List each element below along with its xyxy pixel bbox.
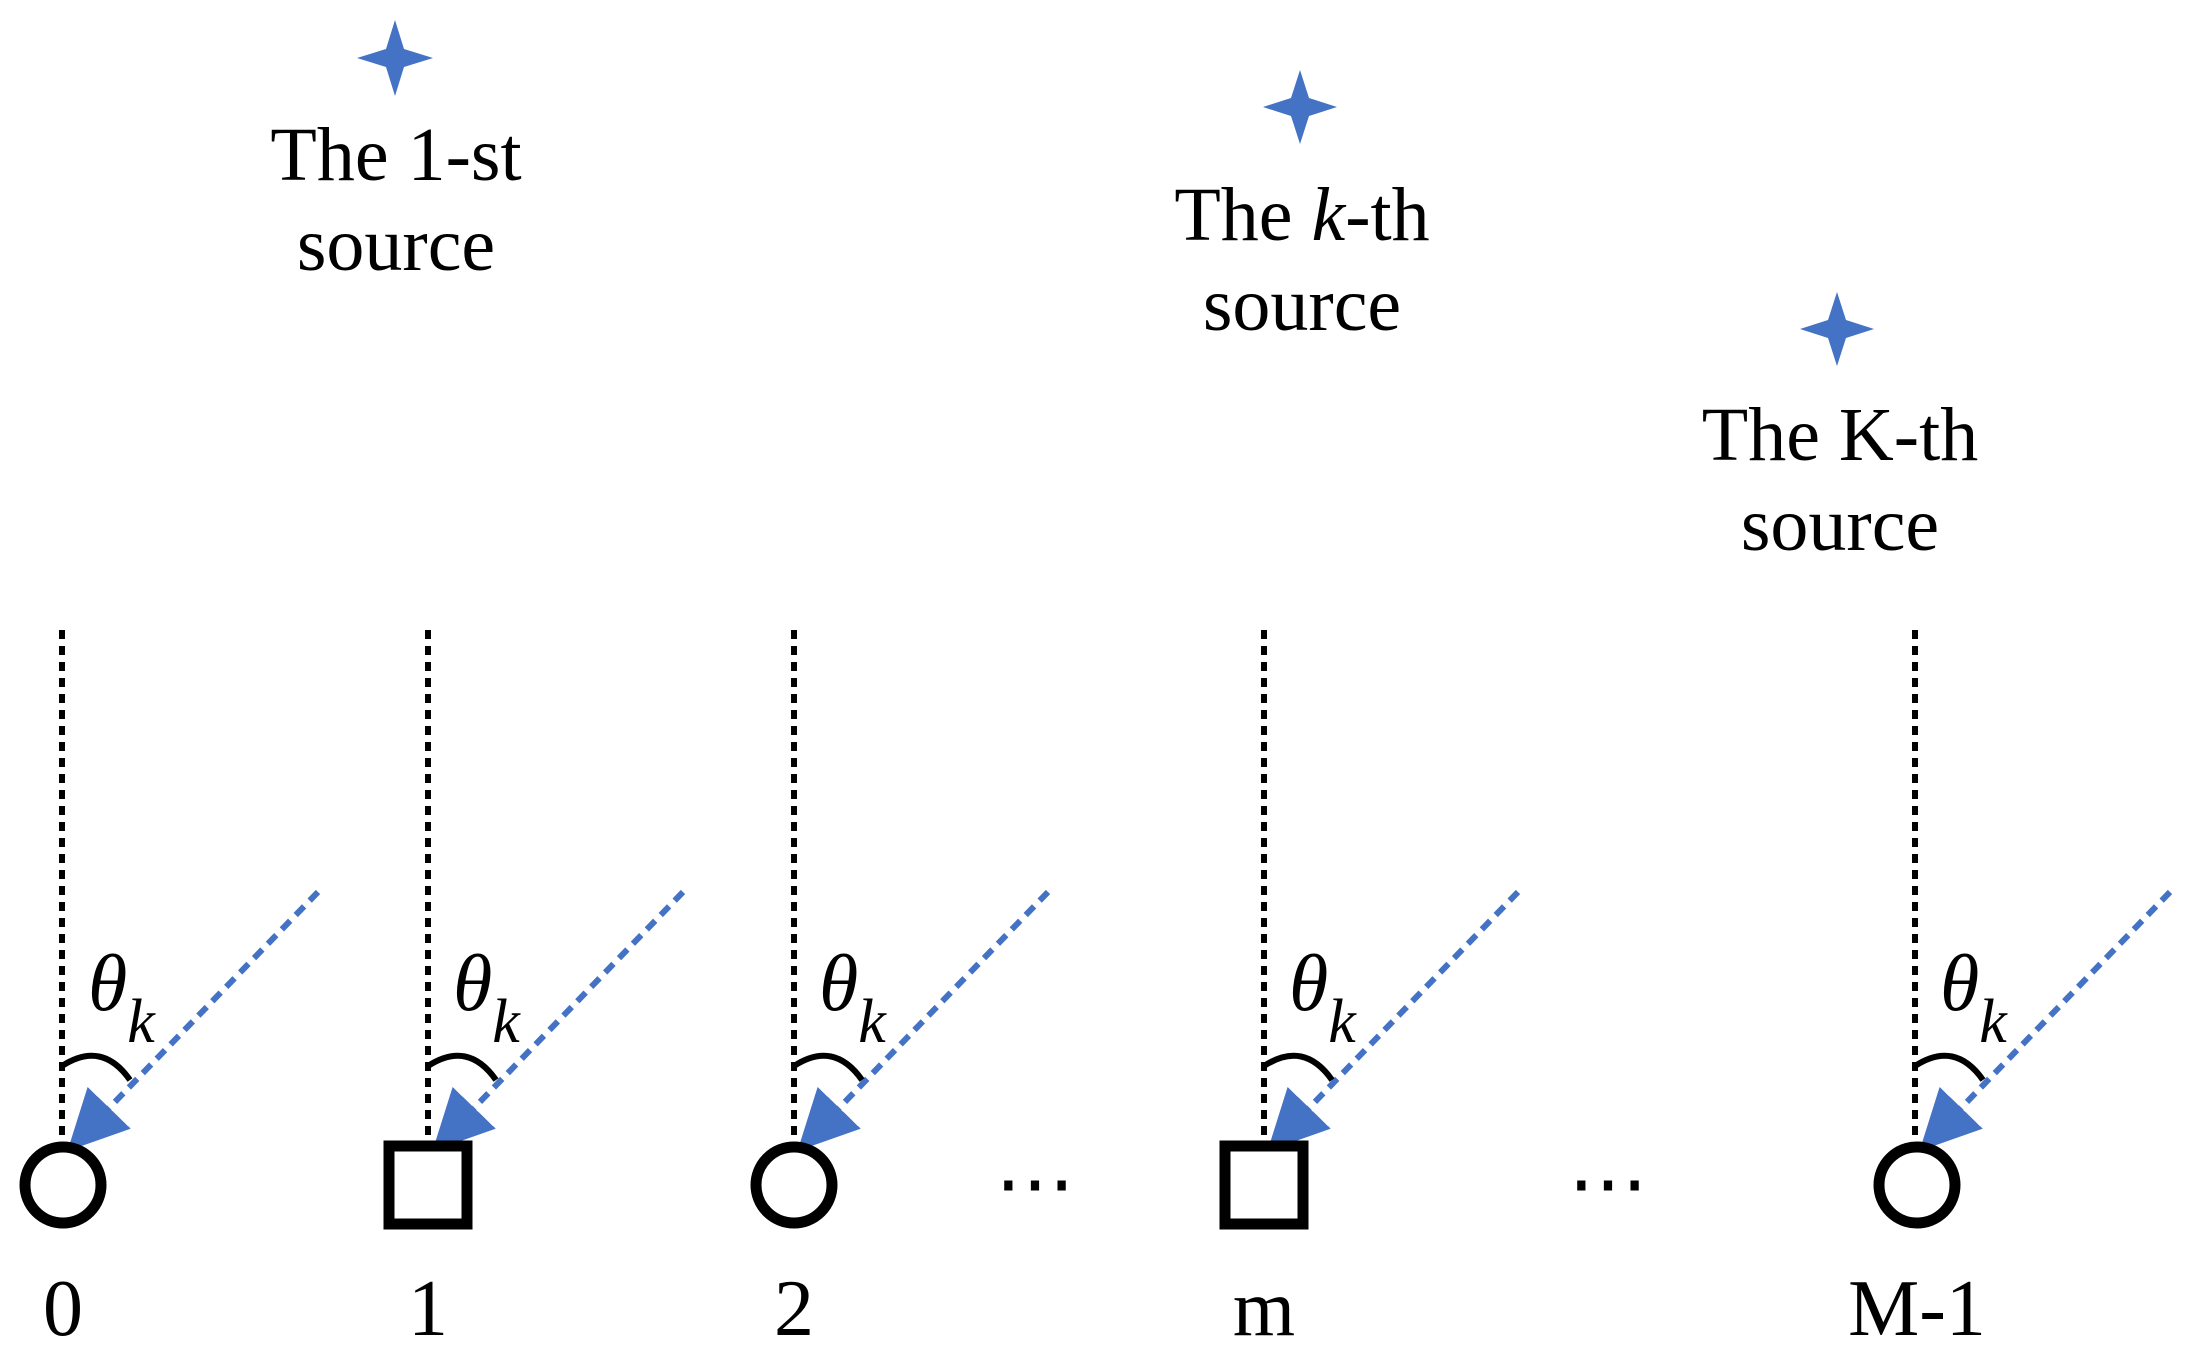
theta-label: θk (1940, 940, 2008, 1056)
sensor-1-label: 1 (408, 1265, 448, 1353)
angle-arc (1262, 1052, 1335, 1082)
incident-arrow (67, 889, 321, 1151)
source-1-label-line2: source (297, 203, 495, 287)
sensor-m-label: m (1233, 1265, 1295, 1353)
angle-arc (1913, 1052, 1986, 1082)
source-k-star-icon (1263, 70, 1337, 144)
source-k-label-line2: source (1203, 263, 1401, 347)
sensor-0: θk 0 (19, 630, 321, 1353)
sensor-m: θk m (1219, 630, 1521, 1353)
ellipsis-1: ⋯ (995, 1140, 1075, 1228)
sensor-M-1-label: M-1 (1848, 1265, 1986, 1353)
sensor-square (383, 1140, 473, 1230)
source-1-label-line1: The 1-st (270, 113, 521, 197)
source-k-label-line1: The k-th (1174, 173, 1429, 257)
source-K-label-line2: source (1741, 483, 1939, 567)
sensor-0-label: 0 (43, 1265, 83, 1353)
sensor-square (1219, 1140, 1309, 1230)
angle-arc (792, 1052, 865, 1082)
sensor-circle (1873, 1141, 1961, 1229)
incident-arrow (1267, 889, 1521, 1151)
sensor-circle (19, 1141, 107, 1229)
sensor-2: θk 2 (750, 630, 1051, 1353)
theta-label: θk (819, 940, 887, 1056)
ellipsis-2: ⋯ (1568, 1140, 1648, 1228)
sensor-1: θk 1 (383, 630, 686, 1353)
source-K-label-line1: The K-th (1702, 393, 1978, 477)
source-K-star-icon (1800, 292, 1874, 366)
theta-label: θk (88, 940, 156, 1056)
incident-arrow (432, 889, 686, 1151)
theta-label: θk (453, 940, 521, 1056)
theta-label: θk (1289, 940, 1357, 1056)
sensor-M-1: θk M-1 (1848, 630, 2173, 1353)
incident-arrow (797, 889, 1051, 1151)
angle-arc (60, 1052, 133, 1082)
source-1-star-icon (357, 20, 433, 96)
incident-arrow (1919, 889, 2173, 1151)
angle-arc (426, 1052, 499, 1082)
sensor-2-label: 2 (774, 1265, 814, 1353)
sensor-circle (750, 1141, 838, 1229)
